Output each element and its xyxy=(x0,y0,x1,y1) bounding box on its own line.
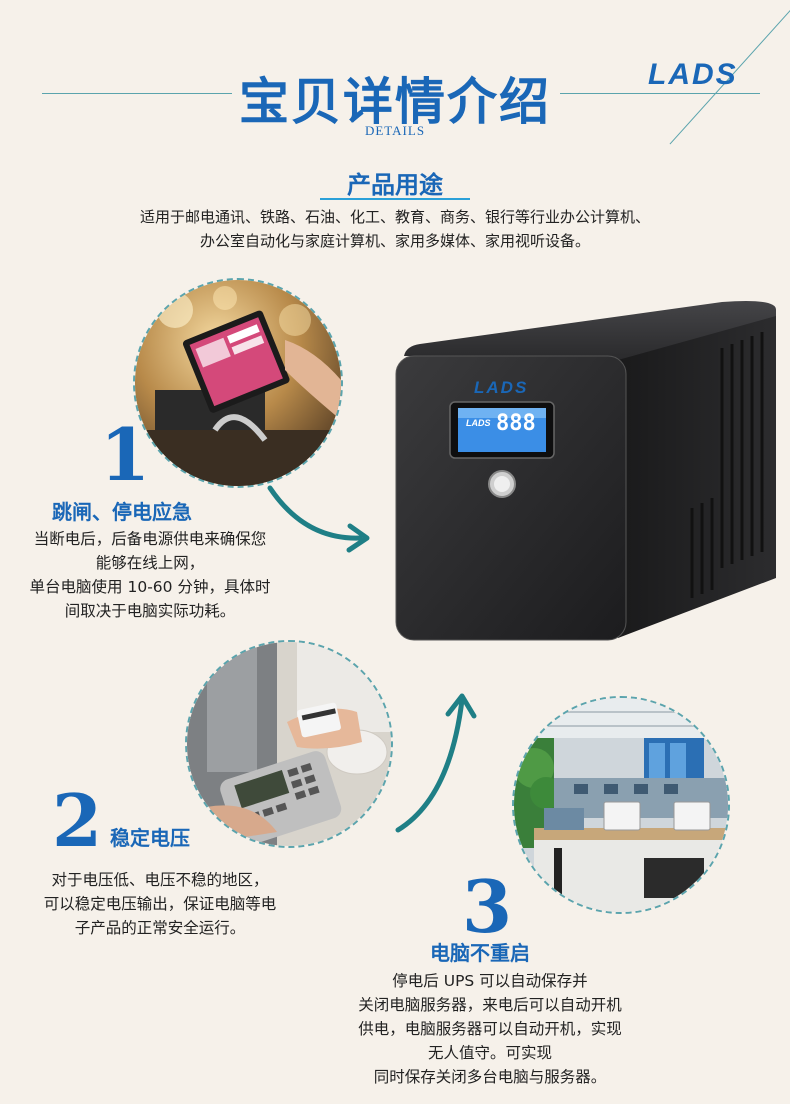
brand-logo: LADS xyxy=(648,58,738,91)
feature-3-line-1: 停电后 UPS 可以自动保存并 xyxy=(392,972,588,990)
feature-2-line-2: 可以稳定电压输出，保证电脑等电 xyxy=(43,895,277,913)
usage-line-2: 办公室自动化与家庭计算机、家用多媒体、家用视听设备。 xyxy=(199,232,590,250)
feature-3-line-3: 供电，电脑服务器可以自动开机，实现 xyxy=(358,1020,622,1038)
feature-2-line-3: 子产品的正常安全运行。 xyxy=(74,919,246,937)
ups-device xyxy=(395,301,777,641)
feature-3-title: 电脑不重启 xyxy=(430,941,530,965)
feature-2-number: 2 xyxy=(52,778,103,863)
feature-1-line-4: 间取决于电脑实际功耗。 xyxy=(64,602,236,620)
ups-display-brand: LADS xyxy=(466,418,491,428)
feature-3-line-2: 关闭电脑服务器，来电后可以自动开机 xyxy=(358,996,622,1014)
ups-brand-logo: LADS xyxy=(474,378,529,397)
usage-title: 产品用途 xyxy=(347,171,443,199)
arrow-up-icon xyxy=(395,693,477,833)
usage-line-1: 适用于邮电通讯、铁路、石油、化工、教育、商务、银行等行业办公计算机、 xyxy=(139,208,650,226)
arrow-to-ups-icon xyxy=(267,485,370,553)
feature-1-title: 跳闸、停电应急 xyxy=(52,500,192,524)
feature-2-title: 稳定电压 xyxy=(110,826,190,850)
feature-2-description: 对于电压低、电压不稳的地区， 可以稳定电压输出，保证电脑等电 子产品的正常安全运… xyxy=(30,868,290,940)
feature-1-line-2: 能够在线上网， xyxy=(95,554,205,572)
pos-terminal-photo xyxy=(133,278,343,488)
usage-title-underline xyxy=(320,198,470,200)
feature-3-line-4: 无人值守。可实现 xyxy=(427,1044,552,1062)
feature-3-description: 停电后 UPS 可以自动保存并 关闭电脑服务器，来电后可以自动开机 供电，电脑服… xyxy=(320,969,660,1089)
feature-1-line-1: 当断电后，后备电源供电来确保您 xyxy=(33,530,267,548)
header-line-right xyxy=(560,93,760,94)
card-payment-photo xyxy=(185,640,393,848)
header-line-left xyxy=(42,93,232,94)
feature-1-line-3: 单台电脑使用 10-60 分钟，具体时 xyxy=(29,578,271,596)
ups-display-digits: 888 xyxy=(496,411,536,436)
office-photo xyxy=(512,696,730,914)
feature-1-description: 当断电后，后备电源供电来确保您 能够在线上网， 单台电脑使用 10-60 分钟，… xyxy=(10,527,290,623)
page-subtitle: DETAILS xyxy=(364,123,426,138)
feature-1-number: 1 xyxy=(100,412,151,497)
feature-3-number: 3 xyxy=(462,864,513,949)
feature-2-line-1: 对于电压低、电压不稳的地区， xyxy=(51,871,269,889)
page-title: 宝贝详情介绍 xyxy=(239,72,551,131)
feature-3-line-5: 同时保存关闭多台电脑与服务器。 xyxy=(373,1068,607,1086)
